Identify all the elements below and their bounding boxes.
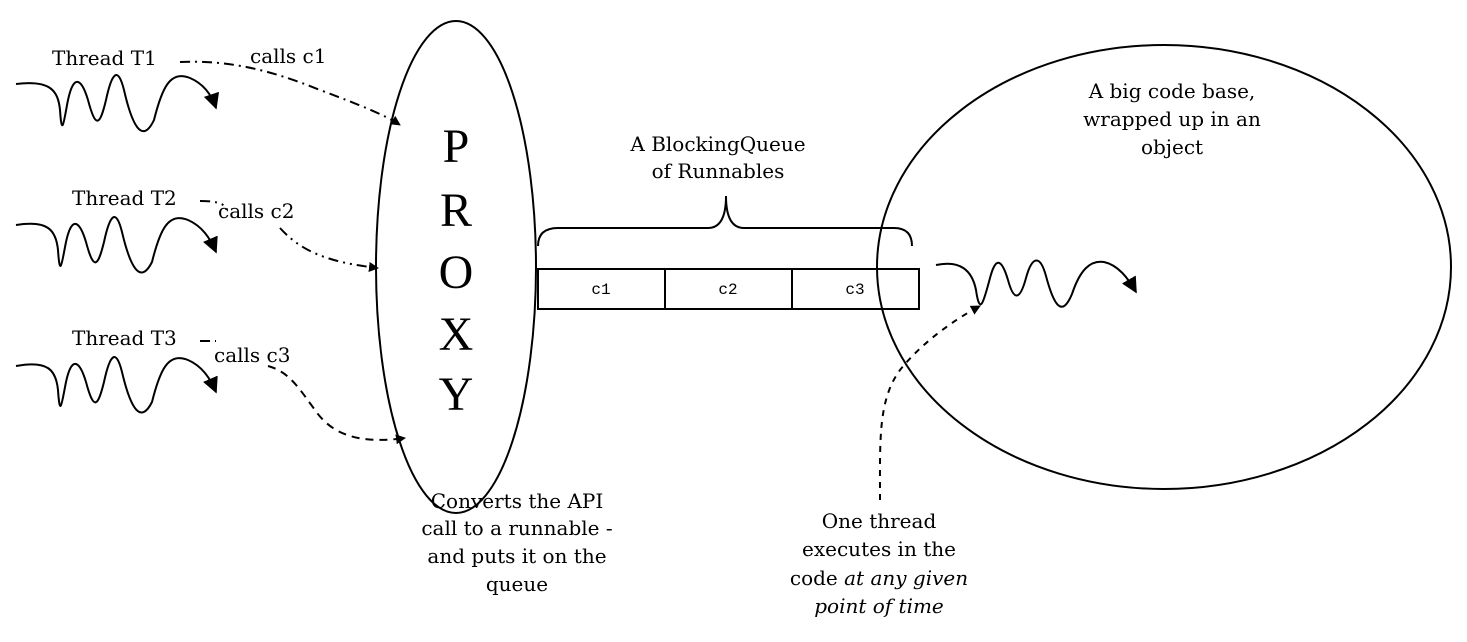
executor-note-line-3-italic: at any given (844, 566, 968, 590)
thread-t2-label: Thread T2 (72, 186, 177, 210)
proxy-letter-r: R (440, 184, 472, 237)
t1-call-label: calls c1 (250, 44, 326, 68)
thread-t3-label: Thread T3 (72, 326, 177, 350)
executor-note-line-4: point of time (814, 594, 944, 618)
executor-note-arrow (878, 305, 981, 501)
executor-note-line-2: executes in the (802, 537, 956, 561)
queue-title-line-2: of Runnables (652, 159, 785, 183)
queue-brace (537, 195, 913, 247)
queue-cell-2-label: c2 (718, 281, 737, 299)
t3-call-arrow (267, 365, 406, 445)
queue-cell-1-label: c1 (591, 281, 610, 299)
thread-t1-wave (15, 74, 220, 133)
proxy-caption-line-1: Converts the API (431, 489, 604, 513)
t2-call-arrow (199, 200, 378, 268)
executor-note-line-3: code at any given (790, 566, 968, 590)
codebase-caption-line-2: wrapped up in an (1083, 107, 1261, 131)
codebase-caption-line-3: object (1141, 135, 1203, 159)
executor-note-line-1: One thread (822, 509, 937, 533)
t2-call-label: calls c2 (218, 199, 294, 223)
codebase-ellipse (876, 44, 1452, 490)
thread-t2-wave (15, 216, 218, 274)
t1-call-arrow (179, 60, 401, 126)
blocking-queue: c1 c2 c3 (537, 268, 920, 310)
codebase-caption-line-1: A big code base, (1088, 79, 1256, 103)
proxy-letter-x: X (439, 308, 474, 361)
thread-t3-wave (15, 356, 218, 414)
proxy-caption-line-3: and puts it on the (427, 544, 606, 568)
proxy-caption-line-4: queue (486, 572, 548, 596)
proxy-caption-line-2: call to a runnable - (421, 516, 612, 540)
proxy-letter-y: Y (439, 368, 474, 421)
proxy-letter-p: P (443, 120, 470, 173)
proxy-ellipse (375, 20, 537, 514)
thread-t1-label: Thread T1 (52, 46, 157, 70)
queue-title-line-1: A BlockingQueue (629, 132, 805, 156)
queue-cell-3 (791, 268, 920, 310)
queue-cell-3-label: c3 (845, 281, 864, 299)
proxy-letter-o: O (439, 246, 474, 299)
t3-call-label: calls c3 (214, 343, 290, 367)
executor-note-line-3-plain: code (790, 566, 844, 590)
executor-thread-wave (935, 259, 1137, 308)
